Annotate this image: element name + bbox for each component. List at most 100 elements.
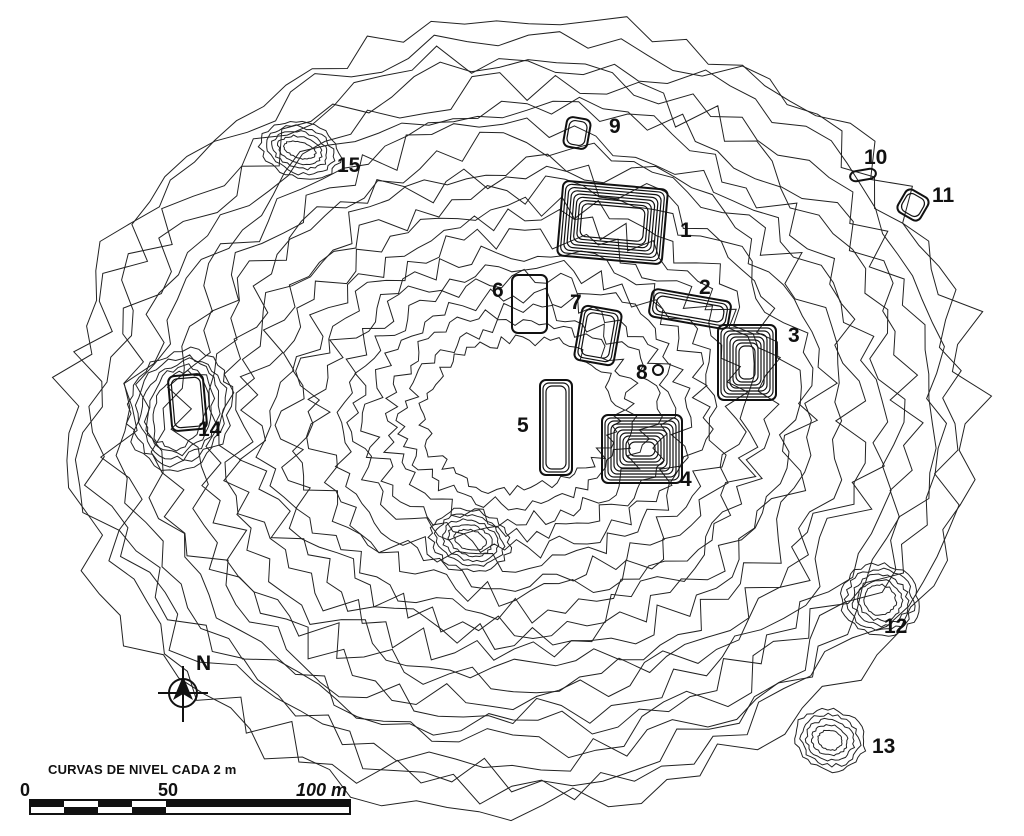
contour-line [274,208,759,624]
structure-mound [622,435,662,463]
structures [167,116,930,484]
structure-mound [563,186,662,259]
contour-line [395,318,639,511]
contour-line [442,518,500,563]
contour-line [137,357,221,462]
structure-mound [900,192,926,218]
site-label-15: 15 [337,154,361,177]
scale-segment [166,800,350,807]
contour-line [447,524,493,558]
site-label-14: 14 [198,418,222,441]
contour-line [382,302,663,528]
structure-mound [566,190,659,255]
structure-mound [619,432,665,466]
contour-line [201,131,843,694]
structure-mound [717,324,777,401]
structure-mound [648,288,732,330]
structure-mound [539,379,573,476]
site-label-12: 12 [884,615,908,638]
contour-line [150,100,889,725]
contour-line [427,507,513,573]
site-label-10: 10 [864,146,888,169]
contour-line [794,707,867,774]
contour-line [418,334,626,496]
contour-line [135,96,906,736]
structure-mound [576,199,649,246]
scale-segment [30,800,64,807]
contour-line [238,175,802,650]
contour-line [271,130,328,171]
structure-mound [652,292,728,326]
structure-mound [542,382,570,473]
contour-lines [51,16,993,822]
structure-mound [726,333,768,392]
site-label-7: 7 [570,291,582,314]
site-label-9: 9 [609,115,621,138]
scale-tick-100: 100 m [296,780,348,800]
structure-mound [579,203,646,242]
contour-line [143,363,216,457]
contour-line [856,579,904,622]
contour-line [276,134,323,166]
contour-line [166,117,867,711]
contour-line [360,287,677,543]
structure-mound [625,438,659,460]
contour-line [334,259,714,573]
structure-mound [896,188,930,222]
contour-line [266,124,336,176]
contour-line [804,717,856,762]
structure-mound [735,342,759,383]
contour-line [453,528,487,551]
scale-bar [29,799,351,815]
structure-mound [580,312,616,359]
structure-mound [732,339,762,386]
north-label: N [196,652,212,675]
structure-mound [628,441,656,457]
structure-mound [610,423,674,475]
site-label-11: 11 [932,184,955,207]
structure-mound [601,414,683,484]
scale-segment [64,807,98,814]
contour-line [433,513,506,567]
site-label-5: 5 [517,414,529,437]
structure-mound [170,376,205,429]
structure-mound [167,373,208,432]
site-label-8: 8 [636,361,648,384]
contour-line [839,562,920,637]
contour-line [799,712,862,768]
structure-mound [720,327,774,398]
contour-line [843,567,916,631]
site-label-2: 2 [699,276,711,299]
contour-line [810,724,849,757]
structure-mound [604,417,680,481]
structure-mound [569,193,656,252]
contour-line [224,164,819,661]
scale-caption: CURVAS DE NIVEL CADA 2 m [48,762,237,777]
site-label-1: 1 [680,219,692,242]
compass-north-arrow [173,676,193,700]
structure-mound [573,304,623,367]
site-label-3: 3 [788,324,800,347]
structure-mound [655,295,725,323]
contour-line [99,59,937,772]
site-label-4: 4 [680,468,692,491]
site-label-6: 6 [492,279,504,302]
contour-line [133,354,228,468]
scale-segment [98,800,132,807]
structure-mound [616,429,668,469]
structure-mound [556,180,669,265]
contour-line [282,140,317,160]
contour-line [115,72,924,759]
contour-line [125,346,234,472]
structure-mound [652,364,664,376]
structure-mound [613,426,671,472]
contour-line [51,16,993,822]
contour-line [863,583,898,616]
contour-line [255,196,782,640]
structure-mound [723,330,771,395]
site-label-13: 13 [872,735,896,758]
scale-segment [132,807,166,814]
scale-tick-0: 0 [20,780,31,800]
structure-mound [545,385,567,470]
